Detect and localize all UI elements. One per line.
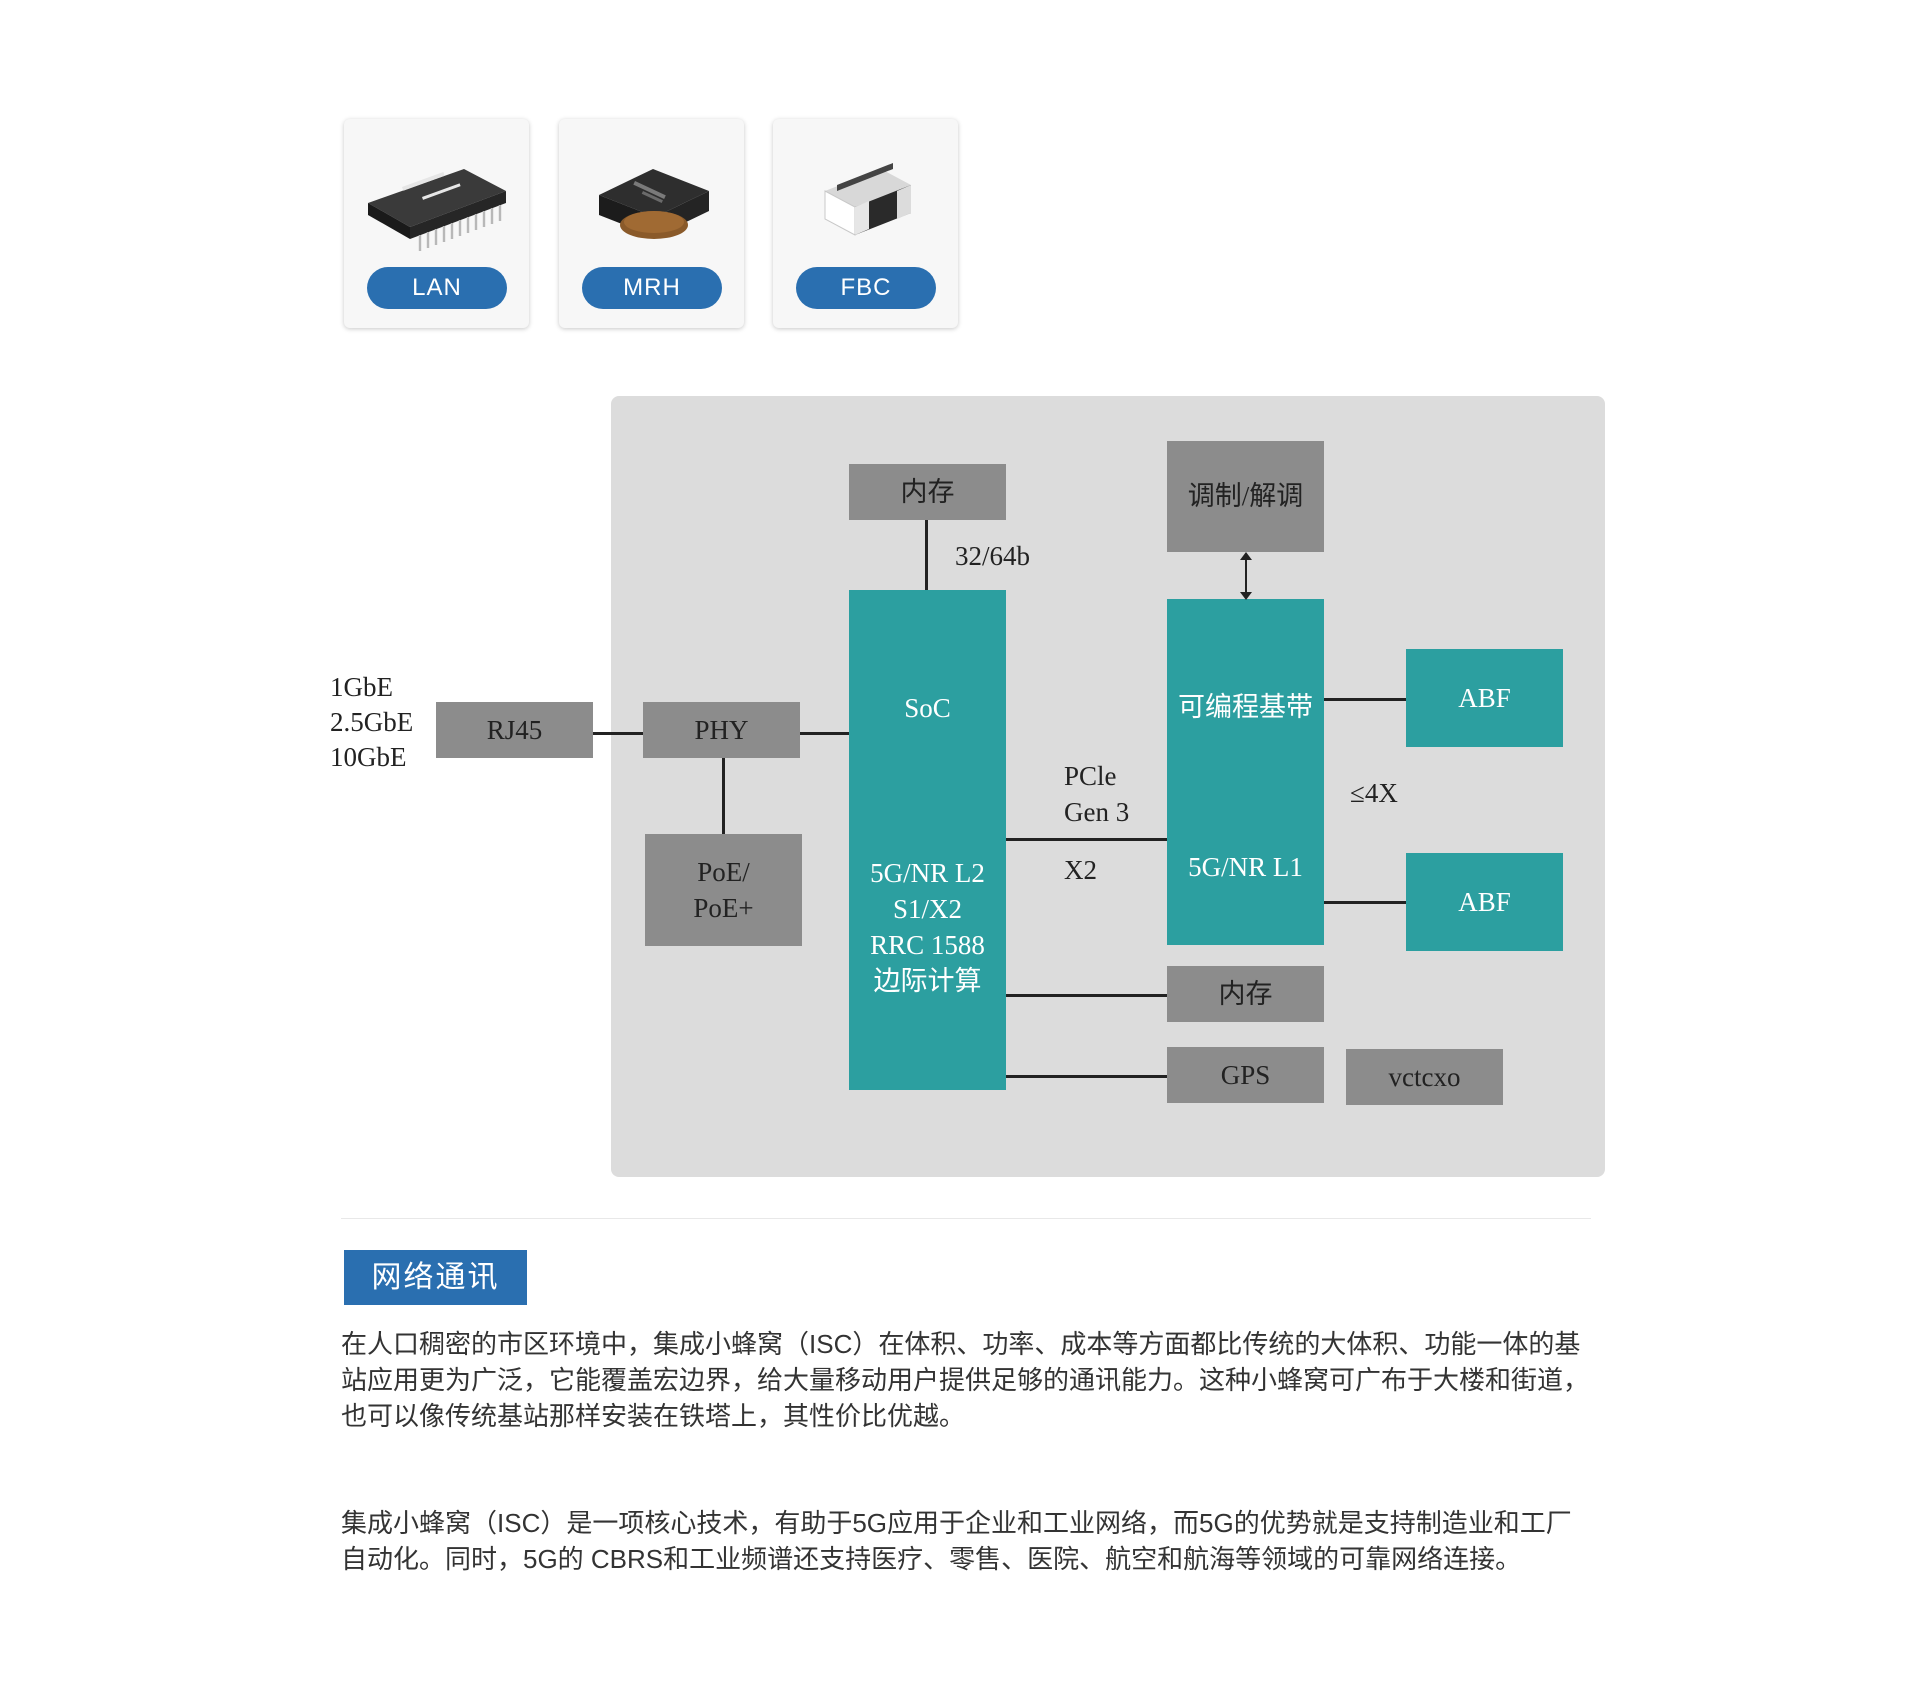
abf-bottom-block: ABF bbox=[1406, 853, 1563, 951]
line-baseband-abf-bottom bbox=[1324, 901, 1406, 904]
soc-function-edge: 边际计算 bbox=[873, 966, 982, 996]
vctcxo-block: vctcxo bbox=[1346, 1049, 1503, 1105]
line-pcie bbox=[1006, 838, 1167, 841]
poe-label-line2: PoE+ bbox=[693, 893, 754, 923]
diagram-panel bbox=[611, 396, 1605, 1177]
line-rj45-phy bbox=[593, 732, 643, 735]
memory-bottom-block: 内存 bbox=[1167, 966, 1324, 1022]
soc-function-l2: 5G/NR L2 bbox=[870, 858, 985, 888]
memory-top-block: 内存 bbox=[849, 464, 1006, 520]
baseband-title: 可编程基带 bbox=[1178, 692, 1313, 722]
phy-label: PHY bbox=[694, 714, 749, 745]
gps-label: GPS bbox=[1220, 1059, 1271, 1090]
poe-label-line1: PoE/ bbox=[697, 856, 750, 887]
modem-label: 调制/解调 bbox=[1187, 481, 1304, 512]
abf-bottom-label: ABF bbox=[1458, 886, 1511, 917]
port-speed-1: 1GbE bbox=[330, 672, 393, 702]
pcie-label: PCle Gen 3 bbox=[1064, 758, 1129, 830]
paragraph-2: 集成小蜂窝（ISC）是一项核心技术，有助于5G应用于企业和工业网络，而5G的优势… bbox=[341, 1508, 1572, 1574]
port-speed-3: 10GbE bbox=[330, 742, 407, 772]
double-arrow-icon bbox=[1240, 552, 1252, 600]
soc-functions: 5G/NR L2 S1/X2 RRC 1588 边际计算 bbox=[849, 855, 1006, 999]
line-phy-soc bbox=[800, 732, 849, 735]
soc-block: SoC 5G/NR L2 S1/X2 RRC 1588 边际计算 bbox=[849, 590, 1006, 1090]
product-label: MRH bbox=[582, 267, 722, 309]
product-card-lan[interactable]: LAN bbox=[344, 119, 529, 328]
bus-width-label: 32/64b bbox=[955, 541, 1031, 571]
abf-top-label: ABF bbox=[1458, 682, 1511, 713]
soc-function-rrc: RRC 1588 bbox=[870, 930, 985, 960]
memory-top-label: 内存 bbox=[900, 476, 955, 507]
line-soc-memory bbox=[1006, 994, 1167, 997]
line-memory-soc bbox=[925, 520, 928, 590]
soc-title: SoC bbox=[904, 693, 951, 723]
port-speed-2: 2.5GbE bbox=[330, 707, 414, 737]
line-baseband-abf-top bbox=[1324, 698, 1406, 701]
lan-transformer-icon bbox=[368, 169, 506, 251]
line-phy-poe bbox=[722, 758, 725, 834]
product-card-mrh[interactable]: MRH bbox=[559, 119, 744, 328]
section-title: 网络通讯 bbox=[344, 1250, 527, 1305]
baseband-sub: 5G/NR L1 bbox=[1188, 852, 1303, 882]
paragraph-1: 在人口稠密的市区环境中，集成小蜂窝（ISC）在体积、功率、成本等方面都比传统的大… bbox=[341, 1329, 1590, 1431]
product-label: LAN bbox=[367, 267, 507, 309]
ethernet-speed-labels: 1GbE 2.5GbE 10GbE bbox=[330, 670, 413, 775]
pcie-label-line2: Gen 3 bbox=[1064, 797, 1130, 827]
power-inductor-icon bbox=[599, 169, 709, 239]
pcie-label-line1: PCle bbox=[1064, 761, 1117, 791]
section-divider bbox=[341, 1218, 1591, 1219]
product-label: FBC bbox=[796, 267, 936, 309]
baseband-block: 可编程基带 5G/NR L1 bbox=[1167, 599, 1324, 945]
poe-block: PoE/ PoE+ bbox=[645, 834, 802, 946]
ferrite-bead-icon bbox=[824, 163, 911, 236]
abf-count-label: ≤4X bbox=[1350, 778, 1398, 808]
line-soc-gps bbox=[1006, 1075, 1167, 1078]
rj45-label: RJ45 bbox=[486, 714, 543, 745]
memory-bottom-label: 内存 bbox=[1218, 978, 1273, 1009]
phy-block: PHY bbox=[643, 702, 800, 758]
x2-label: X2 bbox=[1064, 855, 1097, 885]
modem-block: 调制/解调 bbox=[1167, 441, 1324, 552]
rj45-block: RJ45 bbox=[436, 702, 593, 758]
abf-top-block: ABF bbox=[1406, 649, 1563, 747]
product-card-fbc[interactable]: FBC bbox=[773, 119, 958, 328]
gps-block: GPS bbox=[1167, 1047, 1324, 1103]
soc-function-s1x2: S1/X2 bbox=[892, 894, 963, 924]
vctcxo-label: vctcxo bbox=[1388, 1061, 1461, 1092]
